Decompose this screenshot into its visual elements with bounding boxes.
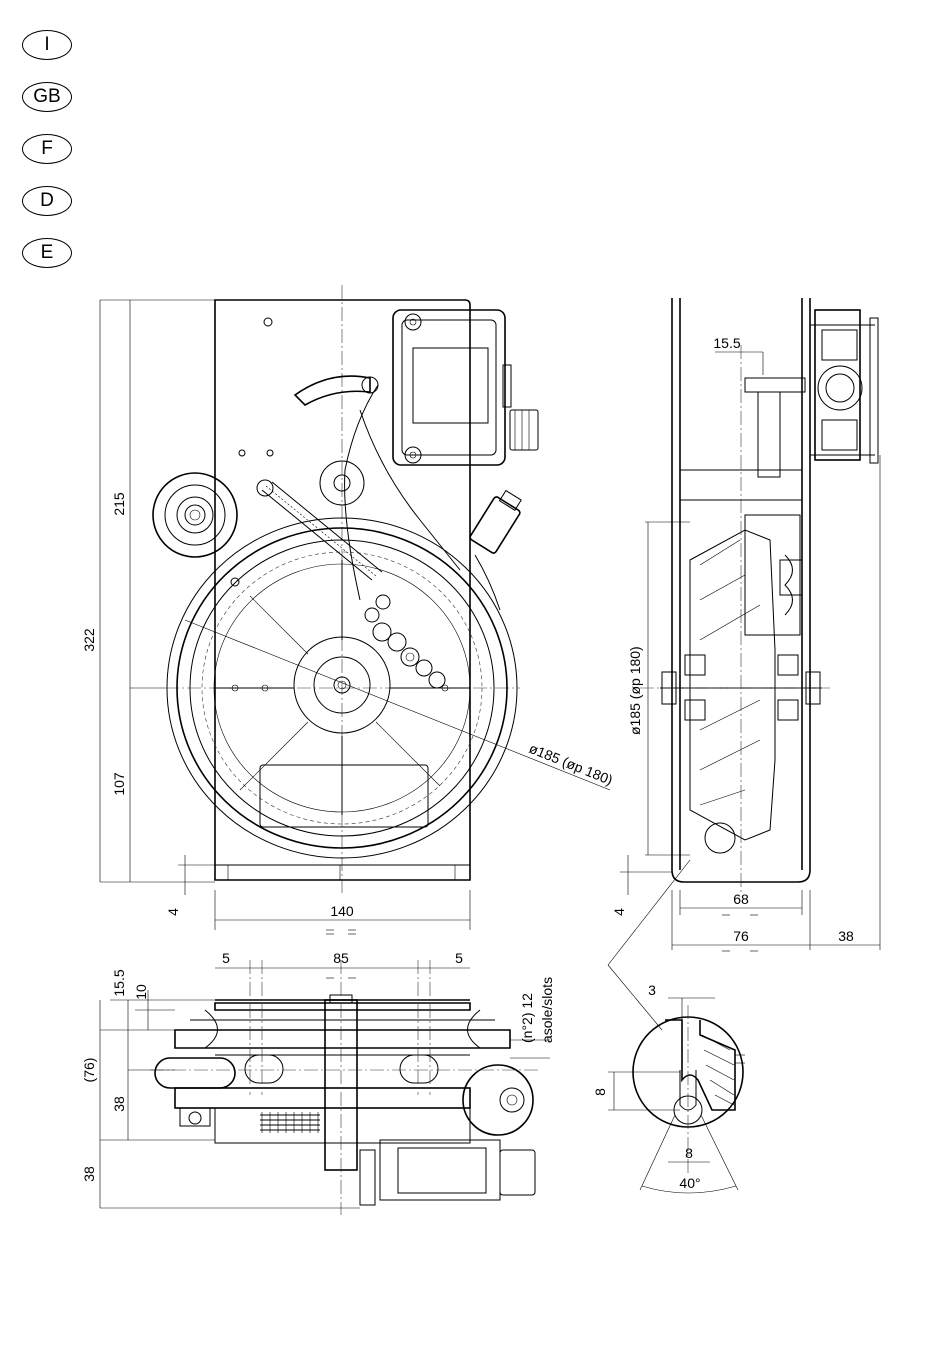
bottom-slot-note-line1: (n°2) 12 [519, 993, 535, 1043]
bottom-dim-height-paren: (76) [81, 1058, 97, 1083]
side-dim-outer: 76 [733, 928, 749, 944]
bottom-view: 5 85 5 15.5 10 (76) 38 38 (n°2) 12 asole… [81, 950, 555, 1215]
dim-pulley-diameter: ø185 (øp 180) [527, 740, 615, 788]
side-dim-inner: 68 [733, 891, 749, 907]
side-view: 15.5 ø185 (øp 180) 4 68 76 38 [608, 298, 880, 1030]
detail-dim-bottom: 8 [685, 1145, 693, 1161]
bottom-dim-lower: 38 [81, 1166, 97, 1182]
dim-width: 140 [330, 903, 354, 919]
bottom-dim-groove: 10 [133, 984, 149, 1000]
bottom-dim-mid: 38 [111, 1096, 127, 1112]
bottom-dim-center: 85 [333, 950, 349, 966]
side-dim-base: 4 [611, 908, 627, 916]
bottom-dim-left-offset: 5 [222, 950, 230, 966]
bottom-slot-note-line2: asole/slots [539, 977, 555, 1043]
side-dim-pulley-diameter: ø185 (øp 180) [627, 646, 643, 735]
detail-view: 3 8 8 40° [592, 982, 745, 1193]
bottom-dim-right-offset: 5 [455, 950, 463, 966]
detail-dim-top: 3 [648, 982, 656, 998]
dim-height-total: 322 [81, 628, 97, 652]
detail-dim-side: 8 [592, 1088, 608, 1096]
side-dim-top-offset: 15.5 [713, 335, 740, 351]
dim-height-lower: 107 [111, 772, 127, 796]
dim-base: 4 [165, 908, 181, 916]
bottom-dim-top: 15.5 [111, 969, 127, 996]
front-view: 215 322 107 4 140 ø185 (øp 180) [81, 285, 615, 934]
dim-height-upper: 215 [111, 492, 127, 516]
detail-dim-angle: 40° [679, 1175, 700, 1191]
side-dim-bracket: 38 [838, 928, 854, 944]
